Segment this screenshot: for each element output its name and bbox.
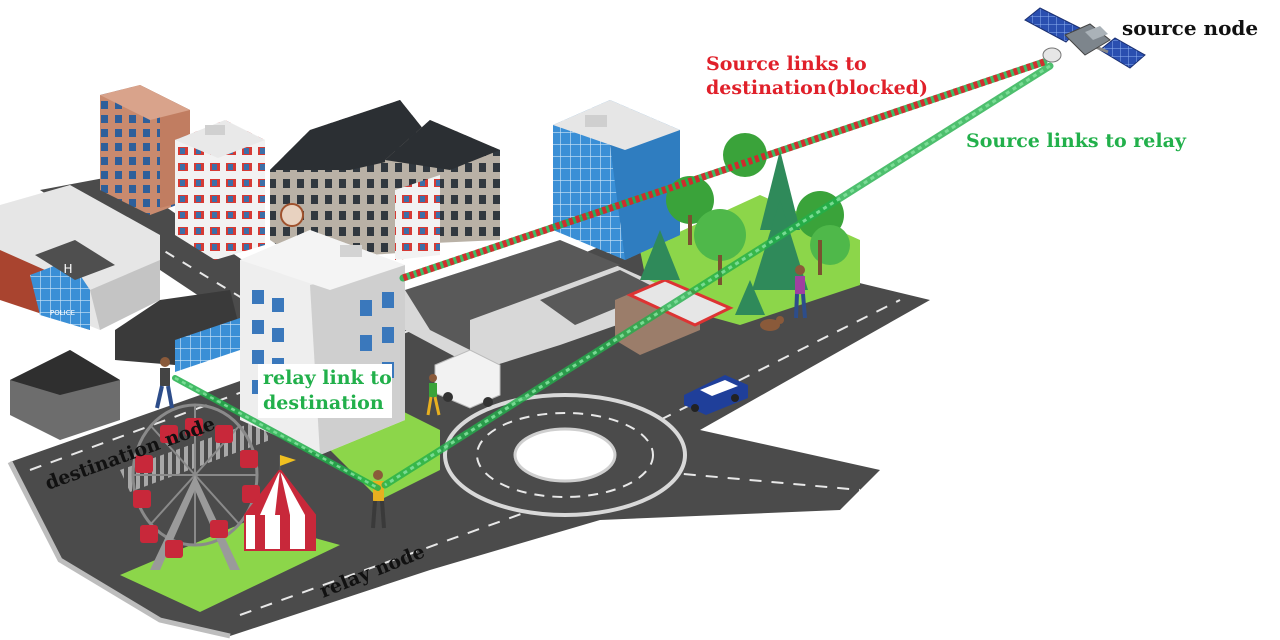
relay-link-label-box — [258, 364, 392, 418]
police-sign: POLICE — [50, 309, 75, 317]
blocked-link-label-line1: Source links to — [706, 53, 867, 75]
circus-tent — [244, 455, 316, 551]
satellite-icon — [1024, 7, 1146, 69]
link-relay-to-destination — [172, 375, 381, 491]
link-source-to-relay — [381, 62, 1054, 489]
lane-marking — [639, 469, 861, 491]
relay-link-label-line1: relay link to — [263, 367, 392, 389]
small-house-left — [10, 290, 240, 440]
roundabout-island — [513, 427, 617, 483]
source-node-label: source node — [1122, 16, 1258, 40]
sidewalk-edge — [7, 460, 231, 639]
relay-person — [371, 470, 386, 529]
courtyard-building — [405, 240, 660, 370]
white-balcony-building — [175, 120, 265, 260]
rv-camper — [434, 349, 501, 409]
source-to-relay-label: Source links to relay — [966, 130, 1187, 152]
roundabout-lane — [476, 412, 654, 498]
blocked-link-label-line2: destination(blocked) — [706, 77, 928, 99]
white-office-building — [240, 230, 405, 455]
ferris-wheel — [131, 403, 260, 570]
relay-link-label-line2: destination — [263, 392, 384, 414]
park-trees — [640, 133, 850, 315]
park-person-with-dog — [760, 265, 807, 331]
helipad-letter: H — [63, 262, 72, 276]
walking-person — [426, 374, 441, 416]
destination-person — [155, 357, 174, 409]
blocked-link-source-to-destination — [399, 58, 1048, 282]
decorative-emblem — [280, 203, 304, 227]
police-station: H POLICE — [0, 185, 160, 330]
townhouse-row — [270, 100, 500, 260]
buildings: H POLICE — [0, 85, 734, 455]
lane-marking — [79, 199, 271, 316]
police-car — [684, 375, 748, 415]
